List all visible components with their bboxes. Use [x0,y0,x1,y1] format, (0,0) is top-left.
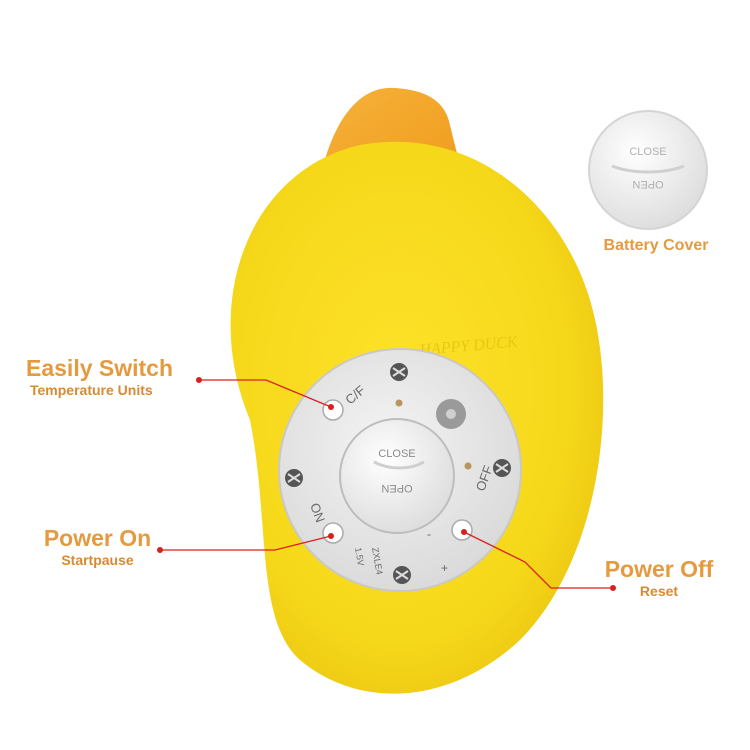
callout-dot [328,404,334,410]
plus-label: + [441,561,448,575]
switch-subtitle: Temperature Units [30,382,153,398]
battery-cover-panel [339,418,455,534]
screw-icon [393,566,411,584]
battery-cover-label: Battery Cover [603,237,709,254]
battery-cover-image [588,110,708,230]
screw-icon [390,363,408,381]
cover-close-text: CLOSE [629,146,666,158]
callout-dot [196,377,202,383]
screw-icon [493,459,511,477]
switch-title: Easily Switch [26,355,174,381]
on-label: ON [307,501,328,524]
callout-dot [157,547,163,553]
panel-close-text: CLOSE [378,448,415,460]
led-indicator [464,462,472,470]
power-on-subtitle: Startpause [61,552,134,568]
power-off-title: Power Off [604,556,714,582]
callout-dot [610,585,616,591]
minus-label: - [427,527,431,541]
power-on-callout-line [160,535,332,551]
callout-dot [461,529,467,535]
power-off-callout-line [463,531,613,589]
on-button[interactable] [322,522,344,544]
callout-dot [328,533,334,539]
switch-callout-line [199,379,332,408]
power-off-callout: Power Off Reset [594,556,724,600]
power-on-title: Power On [43,525,152,551]
voltage-label: 1.5V [353,547,366,567]
model-label: ZXLE4 [370,547,385,576]
cover-open-text: OPEN [632,178,663,190]
led-indicator [395,399,403,407]
panel-open-text: OPEN [381,482,412,494]
screw-icon [285,469,303,487]
cf-button[interactable] [322,399,344,421]
power-on-callout: Power On Startpause [30,525,165,569]
switch-callout: Easily Switch Temperature Units [26,355,173,399]
power-off-subtitle: Reset [639,583,679,599]
